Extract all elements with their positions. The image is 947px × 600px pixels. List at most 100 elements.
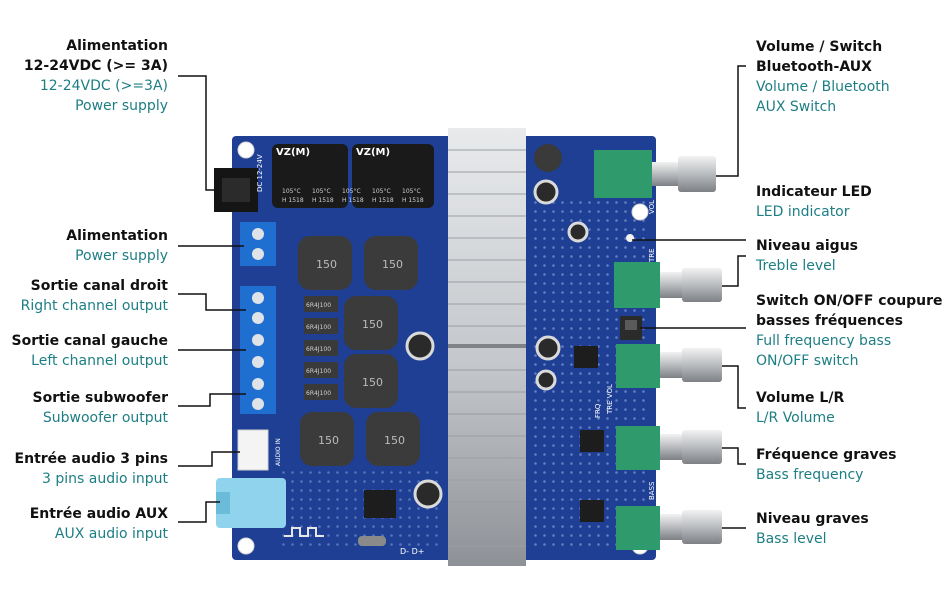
leader-power-supply-dc [178,75,218,191]
silk-freq: FRQ [594,403,602,418]
callout-en: Bass frequency [756,467,864,483]
small-cap-1 [405,331,435,361]
callout-en: L/R Volume [756,410,835,426]
resistor-code-2: 6R4J100 [306,324,331,331]
inductor-code-1: 150 [316,258,337,271]
leader-subwoofer-output [178,393,246,407]
silk-cap-code-1: H 1518 [282,197,304,204]
potentiometer-lr-volume [616,344,722,388]
callout-fr: Sortie subwoofer [32,390,168,406]
led [626,234,634,242]
inductor-2 [364,236,418,290]
pot-treble-base [614,262,660,308]
leader-lr-volume [722,365,746,409]
callout-fr: Sortie canal gauche [11,333,169,349]
callout-fr: Alimentation [66,228,168,244]
silk-cap-code-5: H 1518 [402,197,424,204]
silk-temp-4: 105°C [372,188,391,195]
cap-220-1 [533,179,559,205]
silk-bass: BASS [648,481,656,500]
leader-3pin-input [178,451,240,467]
silk-audio-label: AUDIO IN [275,438,282,466]
pot-bass-knob [682,510,722,544]
resistor-1 [304,296,338,312]
callout-fr: Niveau aigus [756,238,858,254]
callout-aux-audio-input: Entrée audio AUX AUX audio input [30,504,168,544]
mount-hole-tr [631,203,649,221]
leader-treble [722,255,746,287]
callout-right-channel-output: Sortie canal droit Right channel output [21,276,168,316]
callout-subwoofer-output: Sortie subwoofer Subwoofer output [33,388,168,428]
leader-lines [178,65,746,529]
output-screw-6 [252,398,264,410]
inductor-code-2: 150 [382,258,403,271]
op-amp-1 [574,346,598,368]
silk-cap-code-4: H 1518 [372,197,394,204]
silk-temp-3: 105°C [342,188,361,195]
silk-temp-2: 105°C [312,188,331,195]
antenna-trace [284,527,324,537]
silk-cap-code-3: H 1518 [342,197,364,204]
callout-fr: Fréquence graves [756,447,897,463]
inductor-3 [344,296,398,350]
resistor-code-1: 6R4J100 [306,302,331,309]
callout-en: AUX audio input [54,526,168,542]
callout-fr: Alimentation 12-24VDC (>= 3A) [23,38,168,74]
silk-cap-code-2: H 1518 [312,197,334,204]
output-screw-3 [252,334,264,346]
dc-jack-opening [222,178,250,202]
silk-tre-vol: TRE VOL [606,384,614,415]
pot-volume-shaft [652,162,678,186]
inductor-code-3: 150 [362,318,383,331]
callout-fr: Switch ON/OFF coupure basses fréquences [756,293,943,329]
pot-volume-base [594,150,652,198]
leader-bass-frequency [722,447,746,465]
pot-lr-base [616,344,660,388]
callout-en: Treble level [756,258,836,274]
callout-en: Power supply [75,248,168,264]
silk-dc-label: DC 12-24V [256,154,264,192]
slide-switch-knob [625,320,637,330]
mount-hole-tl [237,141,255,159]
inductor-code-4: 150 [362,376,383,389]
callout-power-supply-terminal: Alimentation Power supply [66,226,168,266]
inductor-small [534,144,562,172]
pot-freq-knob [682,430,722,464]
capacitor-right [352,144,434,208]
callout-bass-level: Niveau graves Bass level [756,509,869,549]
inductor-4 [344,354,398,408]
resistor-code-4: 6R4J100 [306,368,331,375]
silk-vol: VOL [648,200,656,214]
silk-tre: TRE [648,248,656,263]
mount-hole-bl [237,537,255,555]
pot-bass-shaft [660,514,682,540]
aux-jack [216,478,286,528]
op-amp-3 [580,500,604,522]
output-screw-5 [252,378,264,390]
resistor-3 [304,340,338,356]
inductor-1 [298,236,352,290]
callout-fr: Entrée audio 3 pins [14,451,168,467]
leader-right-output [178,293,246,311]
output-screw-1 [252,292,264,304]
output-screw-4 [252,356,264,368]
callout-en: 12-24VDC (>=3A) Power supply [39,78,168,114]
leader-volume-switch [716,65,746,177]
aux-jack-face [216,492,230,514]
callout-volume-bluetooth-switch: Volume / Switch Bluetooth-AUX Volume / B… [756,37,890,117]
pot-lr-knob [682,348,722,382]
callout-en: Left channel output [31,353,168,369]
pot-treble-knob [682,268,722,302]
callout-bass-switch: Switch ON/OFF coupure basses fréquences … [756,291,943,371]
callout-lr-volume: Volume L/R L/R Volume [756,388,844,428]
callout-treble-level: Niveau aigus Treble level [756,236,858,276]
callout-en: LED indicator [756,204,850,220]
resistor-4 [304,362,338,378]
silk-temp-1: 105°C [282,188,301,195]
inductor-5 [300,412,354,466]
inductor-code-5: 150 [318,434,339,447]
silk-temp-5: 105°C [402,188,421,195]
potentiometer-bass-frequency [616,426,722,470]
op-amp-2 [580,430,604,452]
capacitor-left [272,144,348,208]
